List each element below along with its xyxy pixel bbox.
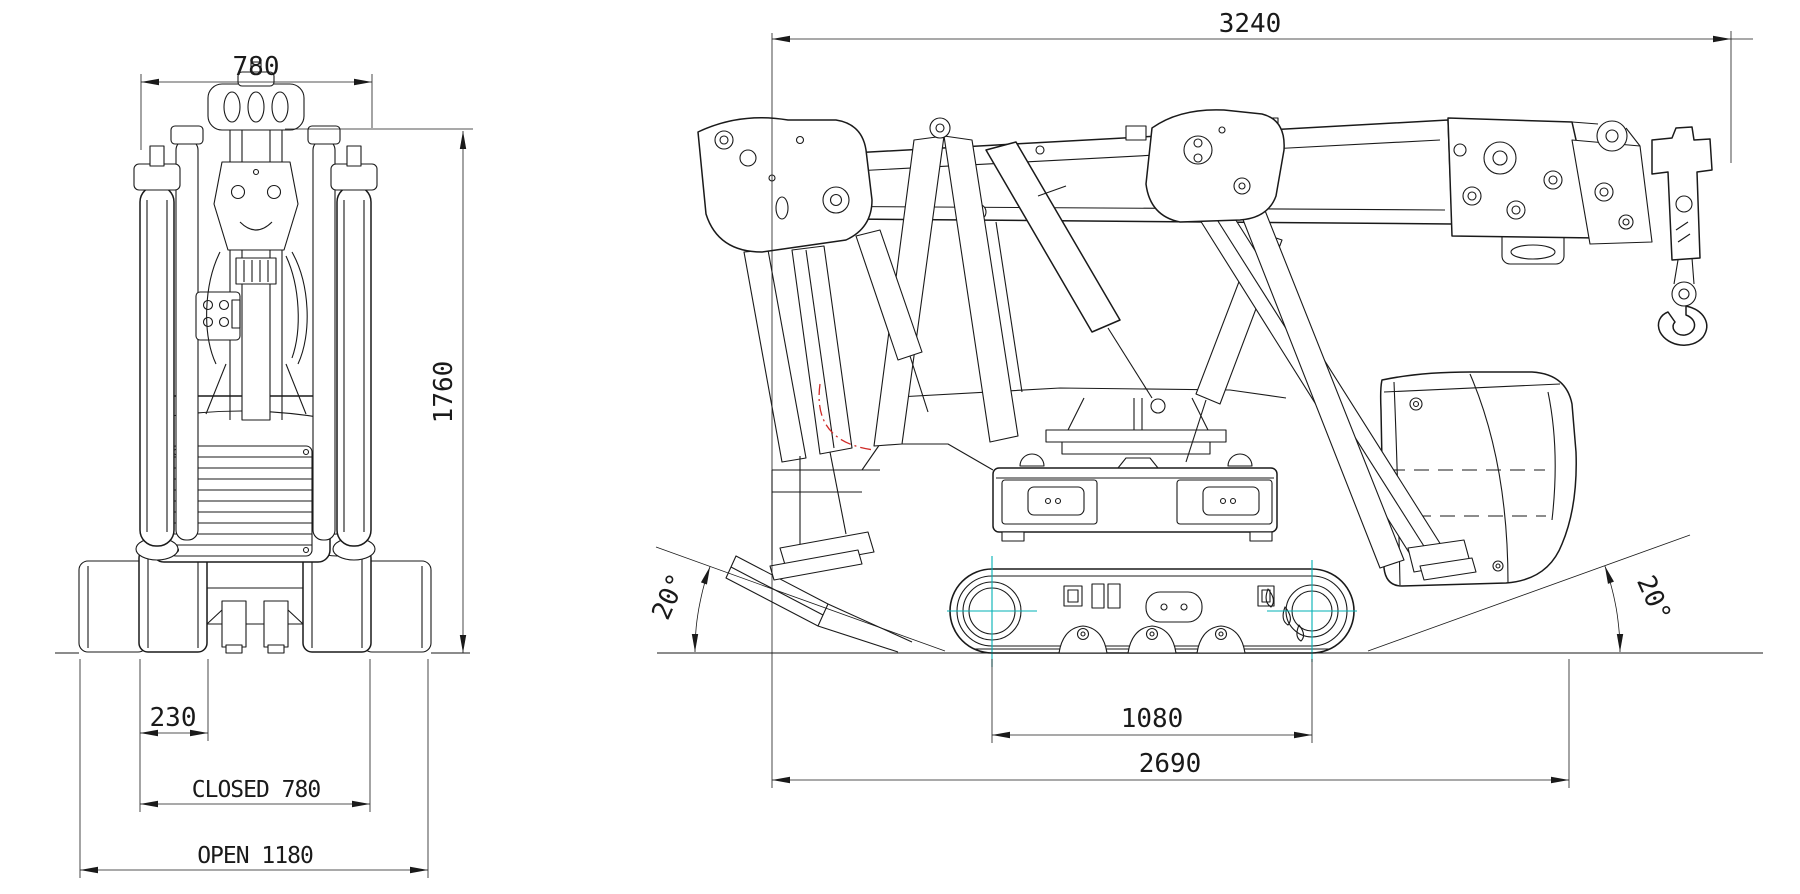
inner-outrigger-legs [170,125,341,541]
hook [1651,126,1713,346]
dim-label-track-base: 1080 [1121,704,1184,734]
side-view [697,109,1713,667]
annotations [55,31,1763,878]
outer-outrigger-legs [133,145,378,561]
dim-chassis-length: 2690 [772,749,1569,784]
track-rollers [1058,625,1246,654]
dim-label-front-height: 1760 [429,361,459,424]
dim-open-width: OPEN 1180 [80,843,428,874]
front-view [78,61,432,654]
front-outrigger [697,116,929,581]
folded-mast [195,61,308,421]
dim-label-chassis-length: 2690 [1139,749,1202,779]
rear-outrigger [1145,109,1477,581]
dim-label-open-width: OPEN 1180 [197,843,313,869]
boom-support [873,117,1166,447]
drop-marks [1265,588,1305,642]
dim-label-front-width: 780 [233,52,280,82]
dim-track-width: 230 [140,703,208,737]
dim-track-base: 1080 [992,704,1312,739]
dim-closed-width: CLOSED 780 [140,777,370,808]
dim-label-overall-length: 3240 [1219,9,1282,39]
angle-label-approach-angle: 20° [646,569,693,624]
boom-head [1447,117,1653,245]
dim-front-width: 780 [141,52,372,86]
red-swing-arc [818,383,875,451]
counterweight-box [992,457,1278,542]
dim-label-track-width: 230 [150,703,197,733]
dim-front-height: 1760 [429,131,467,653]
dim-overall-length: 3240 [772,9,1753,43]
angle-label-departure-angle: 20° [1630,571,1677,626]
dim-label-closed-width: CLOSED 780 [192,777,321,803]
wheel-centerlines [947,556,1357,667]
